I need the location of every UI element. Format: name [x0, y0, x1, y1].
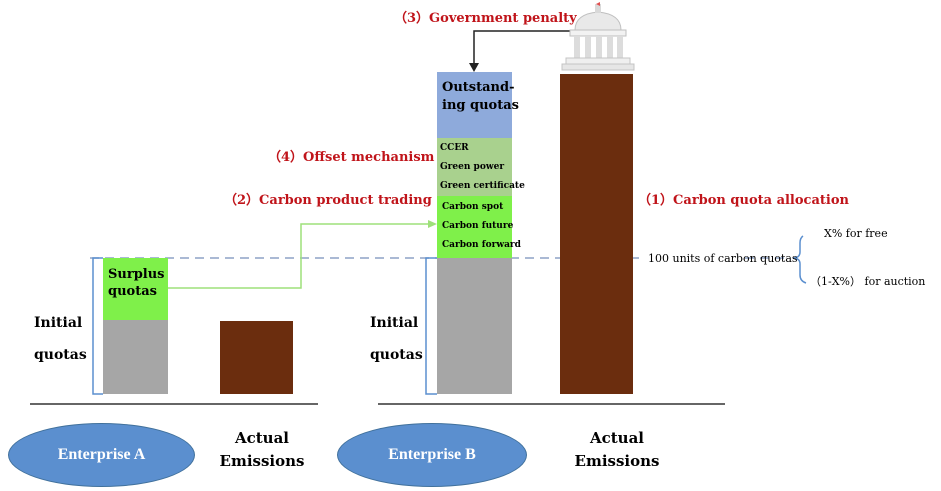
- bracket-b: [425, 257, 437, 395]
- offset-item-ccer: CCER: [440, 143, 469, 153]
- actual-emissions-a-1: Actual: [234, 429, 290, 447]
- surplus-quotas-bar: [103, 258, 168, 320]
- penalty-arrow: [473, 30, 582, 66]
- offset-item-green-certificate: Green certificate: [440, 181, 525, 191]
- actual-emissions-b-2: Emissions: [574, 452, 660, 470]
- carbon-trading-label: （2）Carbon product trading: [224, 193, 432, 208]
- actual-emissions-bar-b: [560, 74, 633, 394]
- outstanding-label-1: Outstand-: [442, 80, 515, 95]
- penalty-arrowhead: [469, 63, 479, 72]
- curly-brace: [792, 235, 807, 284]
- surplus-label-2: quotas: [108, 284, 157, 299]
- hundred-units-label: 100 units of carbon quotas: [648, 252, 798, 265]
- initial-quotas-bar-a: [103, 320, 168, 394]
- offset-item-green-power: Green power: [440, 162, 505, 172]
- actual-emissions-a-2: Emissions: [219, 452, 305, 470]
- initial-label-b-1: Initial: [370, 315, 419, 331]
- trading-item-spot: Carbon spot: [442, 202, 504, 212]
- offset-mechanism-label: （4）Offset mechanism: [268, 150, 435, 165]
- actual-emissions-b-1: Actual: [589, 429, 645, 447]
- carbon-trading-bar: [437, 196, 512, 258]
- enterprise-b-ellipse: Enterprise B: [337, 423, 527, 487]
- government-building-icon: [561, 2, 635, 71]
- government-penalty-label: （3）Government penalty: [394, 11, 577, 26]
- initial-label-b-2: quotas: [370, 347, 423, 363]
- outstanding-quotas-bar: [437, 72, 512, 138]
- outstanding-label-2: ing quotas: [442, 98, 519, 113]
- enterprise-b-label: Enterprise B: [388, 446, 476, 463]
- initial-label-a-2: quotas: [34, 347, 87, 363]
- carbon-quota-allocation-label: （1）Carbon quota allocation: [638, 193, 849, 208]
- enterprise-a-ellipse: Enterprise A: [8, 423, 195, 487]
- auction-share-label: （1-X%） for auction: [810, 275, 926, 288]
- offset-mechanism-bar: [437, 138, 512, 196]
- bracket-a: [92, 257, 103, 395]
- trading-arrowhead: [428, 220, 437, 228]
- initial-label-a-1: Initial: [34, 315, 83, 331]
- initial-quotas-bar-b: [437, 258, 512, 394]
- surplus-label-1: Surplus: [108, 267, 165, 282]
- free-share-label: X% for free: [824, 227, 888, 240]
- trading-arrow: [167, 223, 435, 289]
- actual-emissions-bar-a: [220, 321, 293, 394]
- trading-item-future: Carbon future: [442, 221, 514, 231]
- enterprise-a-label: Enterprise A: [57, 446, 146, 463]
- trading-item-forward: Carbon forward: [442, 240, 521, 250]
